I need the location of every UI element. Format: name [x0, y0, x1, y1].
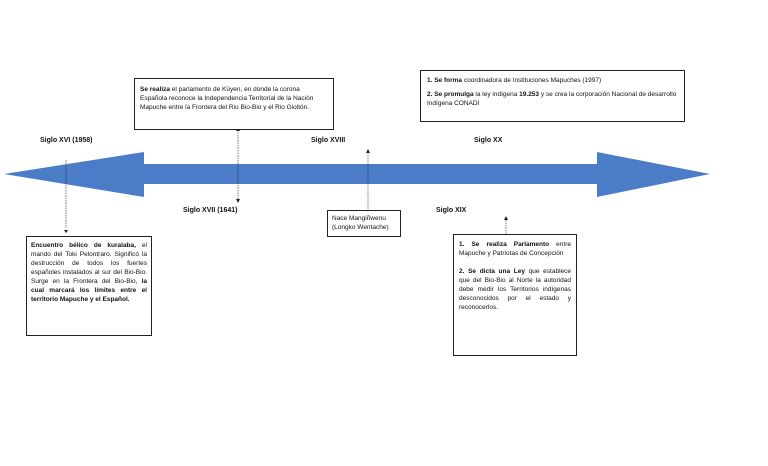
connector-arrowhead: [504, 216, 508, 220]
connector-arrowhead: [236, 199, 240, 203]
event-emphasis-text: 19.253: [519, 91, 540, 98]
event-lead-text: 2. Se promulga: [427, 91, 474, 98]
event-body-text: coordinadora de Instituciones Mapuches (…: [462, 77, 602, 84]
event-lead-text: 2. Se dicta una Ley: [459, 268, 525, 275]
event-emphasis-text: la cual marcará los límites entre el ter…: [31, 278, 147, 303]
event-lead-text: 1. Se realiza Parlamento: [459, 241, 550, 248]
event-body-text: entre Mapuche y Patriotas de Concepción: [459, 241, 571, 257]
event-body-text: que establece que del Bio-Bio al Norte l…: [459, 268, 571, 311]
event-box-siglo-xix: 1. Se realiza Parlamento entre Mapuche y…: [453, 234, 577, 356]
connector-arrowhead: [64, 230, 68, 233]
event-body-text: el parlamento de Küyen, en donde la coro…: [140, 86, 314, 111]
era-label-siglo-xviii: Siglo XVIII: [311, 137, 346, 144]
event-box-siglo-xvii: Se realiza el parlamento de Küyen, en do…: [134, 78, 334, 130]
event-body-text: Nace Mangiñwenu (Longko Wentache): [332, 215, 389, 231]
era-label-siglo-xix: Siglo XIX: [436, 207, 467, 214]
event-body-text: la ley indígena: [473, 91, 520, 98]
event-box-siglo-xviii: Nace Mangiñwenu (Longko Wentache): [327, 210, 401, 237]
connector-arrowhead: [366, 149, 370, 153]
era-label-siglo-xx: Siglo XX: [474, 137, 503, 144]
timeline-arrow: [4, 152, 710, 197]
event-box-siglo-xx: 1. Se forma coordinadora de Institucione…: [420, 70, 685, 122]
event-lead-text: Encuentro bélico de kuralaba,: [31, 242, 136, 249]
event-lead-text: 1. Se forma: [427, 77, 463, 84]
event-box-siglo-xvi: Encuentro bélico de kuralaba, el mando d…: [26, 236, 152, 336]
era-label-siglo-xvii: Siglo XVII (1641): [183, 207, 238, 214]
event-body-text: el mando del Toki Pelontraro. Significó …: [31, 242, 147, 285]
event-body-text: y se crea la corporación Nacional de des…: [427, 91, 677, 107]
event-lead-text: Se realiza: [140, 86, 170, 93]
era-label-siglo-xvi: Siglo XVI (1958): [40, 137, 93, 144]
